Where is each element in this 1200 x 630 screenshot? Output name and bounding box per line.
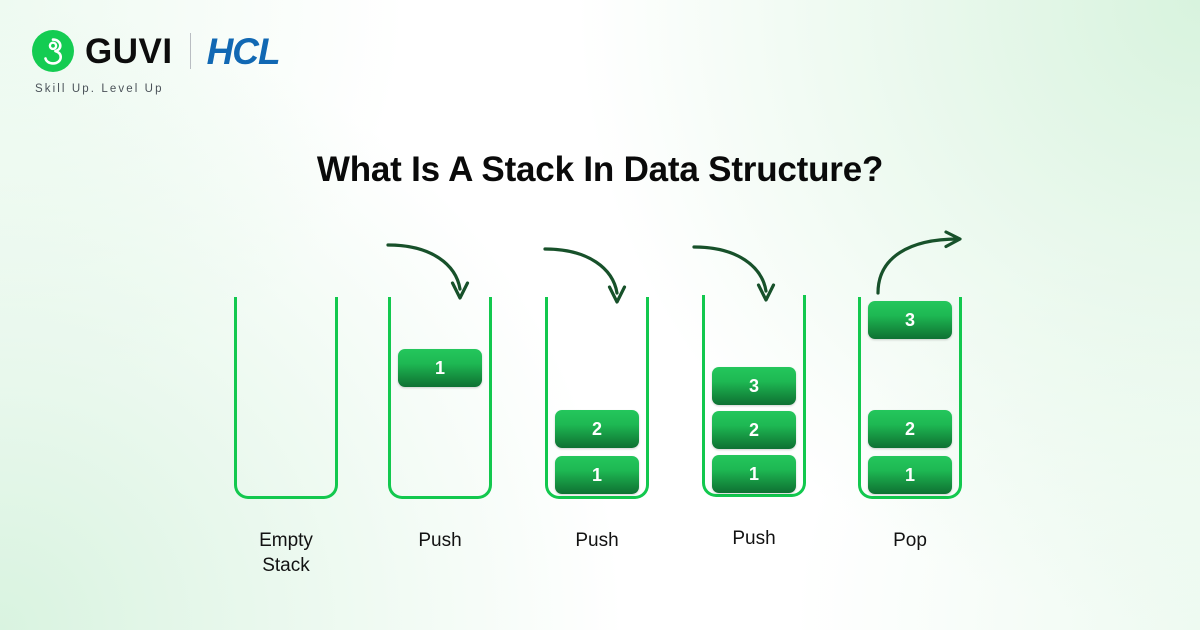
stack-label: Push [674, 527, 834, 552]
stack-block: 2 [868, 410, 952, 448]
stack-label: Push [360, 529, 520, 554]
stack-container [702, 295, 806, 497]
stack-block-value: 3 [748, 375, 759, 396]
stack-block-value: 3 [904, 309, 915, 330]
guvi-wordmark: GUVI [85, 31, 173, 71]
guvi-g-mark-icon [32, 30, 74, 72]
stack-label-line: Pop [893, 530, 927, 551]
stack-label-line: Stack [262, 554, 310, 576]
vertical-divider-icon [189, 33, 191, 69]
stack-label-line: Push [732, 528, 776, 549]
hcl-wordmark: HCL [206, 30, 281, 72]
stack-block-value: 2 [748, 419, 759, 440]
stack-block: 1 [555, 456, 639, 494]
stack-block-value: 1 [434, 357, 445, 378]
stack-label: Push [517, 529, 677, 554]
stack-block: 1 [868, 456, 952, 494]
stack-block: 1 [712, 455, 796, 493]
stack-container [858, 297, 962, 499]
stack-label-line: Push [418, 530, 462, 551]
push-arrow-icon [386, 243, 470, 300]
stack-block-value: 2 [591, 418, 602, 439]
stack-block: 1 [398, 349, 482, 387]
stack-block: 3 [712, 367, 796, 405]
logo-row: GUVI HCL [32, 28, 281, 74]
brand-tagline: Skill Up. Level Up [35, 83, 164, 95]
stack-label: Pop [830, 529, 990, 554]
stack-block-value: 2 [904, 418, 915, 439]
page-title: What Is A Stack In Data Structure? [316, 150, 884, 189]
stack-block-value: 1 [748, 463, 759, 484]
stack-container [234, 297, 338, 499]
stack-block: 3 [868, 301, 952, 339]
stack-block-value: 1 [591, 464, 602, 485]
stack-label: Empty Stack [206, 529, 366, 578]
stack-container [388, 297, 492, 499]
stack-label-line: Empty [259, 530, 313, 551]
stack-label-line: Push [575, 530, 619, 551]
stack-container [545, 297, 649, 499]
push-arrow-icon [543, 247, 627, 304]
push-arrow-icon [692, 245, 776, 302]
stack-block-value: 1 [904, 464, 915, 485]
stack-block: 2 [712, 411, 796, 449]
pop-arrow-icon [876, 230, 962, 295]
stack-block: 2 [555, 410, 639, 448]
brand-header: GUVI HCL Skill Up. Level Up [32, 28, 281, 95]
